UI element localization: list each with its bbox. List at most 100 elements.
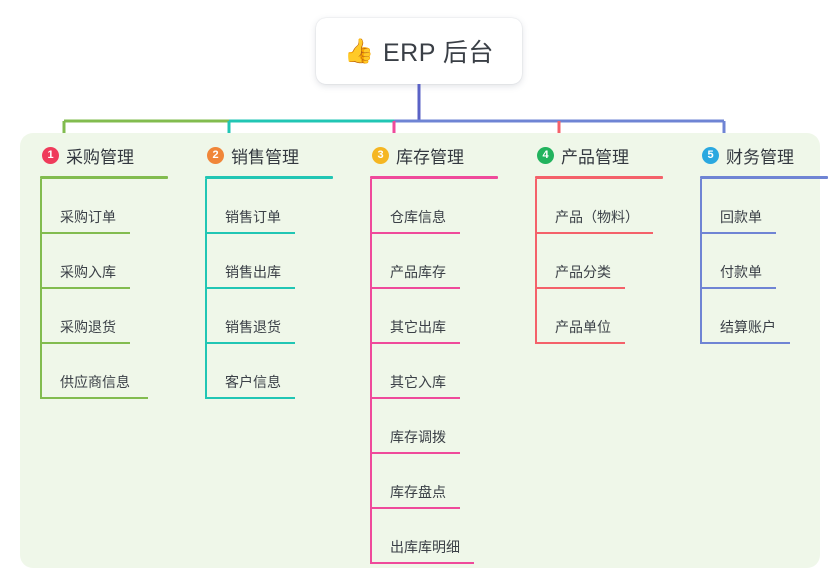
leaf-item-underline — [535, 287, 625, 289]
branch-header-2[interactable]: 2 销售管理 — [189, 140, 354, 170]
branch-underline-5 — [700, 176, 828, 179]
leaf-item-label: 采购入库 — [60, 264, 116, 280]
leaf-item-label: 销售订单 — [225, 209, 281, 225]
thumbs-up-icon: 👍 — [344, 38, 374, 65]
leaf-item-label: 库存盘点 — [390, 484, 446, 500]
branch-spine-5 — [700, 179, 702, 344]
leaf-item-label: 结算账户 — [720, 319, 776, 335]
branch-column-5: 5 财务管理回款单付款单结算账户 — [684, 140, 836, 344]
branch-title-2: 销售管理 — [231, 147, 299, 167]
leaf-item[interactable]: 出库库明细 — [354, 509, 519, 564]
leaf-item[interactable]: 产品单位 — [519, 289, 684, 344]
leaf-item-underline — [40, 397, 148, 399]
branch-header-3[interactable]: 3 库存管理 — [354, 140, 519, 170]
leaf-item-label: 仓库信息 — [390, 209, 446, 225]
leaf-item-underline — [700, 232, 776, 234]
leaf-item[interactable]: 其它出库 — [354, 289, 519, 344]
leaf-item-label: 销售出库 — [225, 264, 281, 280]
branch-item-list-2: 销售订单销售出库销售退货客户信息 — [189, 179, 354, 399]
branch-header-1[interactable]: 1 采购管理 — [24, 140, 189, 170]
leaf-item[interactable]: 库存盘点 — [354, 454, 519, 509]
branch-column-1: 1 采购管理采购订单采购入库采购退货供应商信息 — [24, 140, 189, 399]
leaf-item[interactable]: 库存调拨 — [354, 399, 519, 454]
branch-underline-4 — [535, 176, 663, 179]
leaf-item[interactable]: 销售出库 — [189, 234, 354, 289]
branch-item-list-5: 回款单付款单结算账户 — [684, 179, 836, 344]
branch-item-list-4: 产品（物料） 产品分类产品单位 — [519, 179, 684, 344]
branch-badge-2: 2 — [207, 146, 224, 164]
leaf-item[interactable]: 采购订单 — [24, 179, 189, 234]
leaf-item-label: 库存调拨 — [390, 429, 446, 445]
leaf-item-label: 采购退货 — [60, 319, 116, 335]
leaf-item-underline — [205, 287, 295, 289]
leaf-item-label: 其它出库 — [390, 319, 446, 335]
branch-underline-2 — [205, 176, 333, 179]
branch-badge-1: 1 — [42, 146, 59, 164]
leaf-item[interactable]: 仓库信息 — [354, 179, 519, 234]
leaf-item-underline — [40, 342, 130, 344]
leaf-item-label: 产品库存 — [390, 264, 446, 280]
leaf-item[interactable]: 结算账户 — [684, 289, 836, 344]
branch-spine-1 — [40, 179, 42, 399]
leaf-item-underline — [370, 342, 460, 344]
leaf-item-underline — [370, 562, 474, 564]
branch-badge-5: 5 — [702, 146, 719, 164]
leaf-item[interactable]: 其它入库 — [354, 344, 519, 399]
branch-column-2: 2 销售管理销售订单销售出库销售退货客户信息 — [189, 140, 354, 399]
leaf-item[interactable]: 采购入库 — [24, 234, 189, 289]
leaf-item-underline — [370, 507, 460, 509]
leaf-item-underline — [700, 287, 776, 289]
branch-underline-1 — [40, 176, 168, 179]
leaf-item[interactable]: 销售订单 — [189, 179, 354, 234]
branch-underline-3 — [370, 176, 498, 179]
branch-header-4[interactable]: 4 产品管理 — [519, 140, 684, 170]
root-node-title: ERP 后台 — [382, 39, 494, 67]
branch-title-3: 库存管理 — [396, 147, 464, 167]
leaf-item-label: 其它入库 — [390, 374, 446, 390]
leaf-item[interactable]: 采购退货 — [24, 289, 189, 344]
leaf-item-underline — [205, 342, 295, 344]
branch-item-list-1: 采购订单采购入库采购退货供应商信息 — [24, 179, 189, 399]
leaf-item-underline — [535, 232, 653, 234]
leaf-item-label: 客户信息 — [225, 374, 281, 390]
branches-panel — [20, 133, 820, 568]
leaf-item-label: 回款单 — [720, 209, 762, 225]
leaf-item[interactable]: 销售退货 — [189, 289, 354, 344]
leaf-item-underline — [370, 397, 460, 399]
leaf-item-underline — [370, 287, 460, 289]
leaf-item-label: 产品单位 — [555, 319, 611, 335]
root-node-card[interactable]: 👍 ERP 后台 — [316, 18, 522, 84]
leaf-item-label: 销售退货 — [225, 319, 281, 335]
leaf-item-label: 付款单 — [720, 264, 762, 280]
branch-spine-3 — [370, 179, 372, 564]
leaf-item-underline — [370, 452, 460, 454]
leaf-item[interactable]: 产品（物料） — [519, 179, 684, 234]
leaf-item[interactable]: 付款单 — [684, 234, 836, 289]
branch-badge-4: 4 — [537, 146, 554, 164]
leaf-item-label: 产品分类 — [555, 264, 611, 280]
branch-column-3: 3 库存管理仓库信息产品库存其它出库其它入库库存调拨库存盘点出库库明细 — [354, 140, 519, 564]
leaf-item-underline — [205, 232, 295, 234]
leaf-item-underline — [535, 342, 625, 344]
branch-badge-3: 3 — [372, 146, 389, 164]
branch-title-5: 财务管理 — [726, 147, 794, 167]
leaf-item[interactable]: 产品库存 — [354, 234, 519, 289]
branch-title-4: 产品管理 — [561, 147, 629, 167]
branch-title-1: 采购管理 — [66, 147, 134, 167]
branch-item-list-3: 仓库信息产品库存其它出库其它入库库存调拨库存盘点出库库明细 — [354, 179, 519, 564]
leaf-item-label: 采购订单 — [60, 209, 116, 225]
leaf-item-label: 供应商信息 — [60, 374, 130, 390]
branch-column-4: 4 产品管理产品（物料） 产品分类产品单位 — [519, 140, 684, 344]
branch-header-5[interactable]: 5 财务管理 — [684, 140, 836, 170]
leaf-item[interactable]: 产品分类 — [519, 234, 684, 289]
leaf-item[interactable]: 客户信息 — [189, 344, 354, 399]
leaf-item-underline — [700, 342, 790, 344]
leaf-item[interactable]: 供应商信息 — [24, 344, 189, 399]
leaf-item-label: 出库库明细 — [390, 539, 460, 555]
branch-spine-2 — [205, 179, 207, 399]
branch-spine-4 — [535, 179, 537, 344]
leaf-item[interactable]: 回款单 — [684, 179, 836, 234]
leaf-item-underline — [205, 397, 295, 399]
leaf-item-underline — [370, 232, 460, 234]
